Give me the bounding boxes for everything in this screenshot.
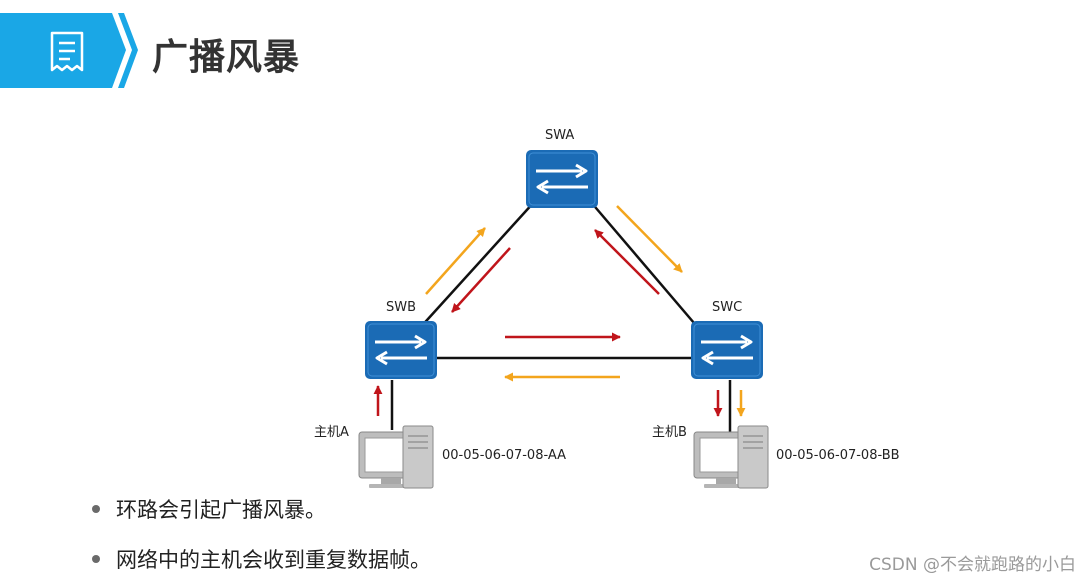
link-swa-swc [589,200,701,331]
document-icon [50,31,84,72]
bullet-text: 环路会引起广播风暴。 [116,498,326,522]
arrow-orange-swb-to-swa [425,227,486,295]
switch-swa-label: SWA [545,128,575,143]
header-banner [0,13,138,88]
bullet-item: 环路会引起广播风暴。 [92,494,326,524]
switch-swb-label: SWB [386,300,417,315]
switch-swa-icon [524,148,600,210]
bullet-dot [92,555,100,563]
arrow-red-swa-to-swb [451,247,511,313]
host-b-label: 主机B [652,425,687,440]
bullet-dot [92,505,100,513]
watermark: CSDN @不会就跑路的小白 [869,555,1076,575]
switch-swc-icon [689,319,765,381]
host-a-computer-icon [358,425,434,489]
switch-swb-icon [363,319,439,381]
host-b-computer-icon [693,425,769,489]
host-a-mac: 00-05-06-07-08-AA [442,448,567,463]
bullet-text: 网络中的主机会收到重复数据帧。 [116,548,431,572]
page-title: 广播风暴 [152,37,301,78]
switch-swc-label: SWC [712,300,743,315]
host-a-label: 主机A [314,425,349,440]
bullet-item: 网络中的主机会收到重复数据帧。 [92,544,431,574]
link-swa-swb [417,200,536,331]
arrow-red-swc-to-swa [594,229,660,295]
arrow-orange-swa-to-swc [616,205,683,273]
host-b-mac: 00-05-06-07-08-BB [776,448,900,463]
